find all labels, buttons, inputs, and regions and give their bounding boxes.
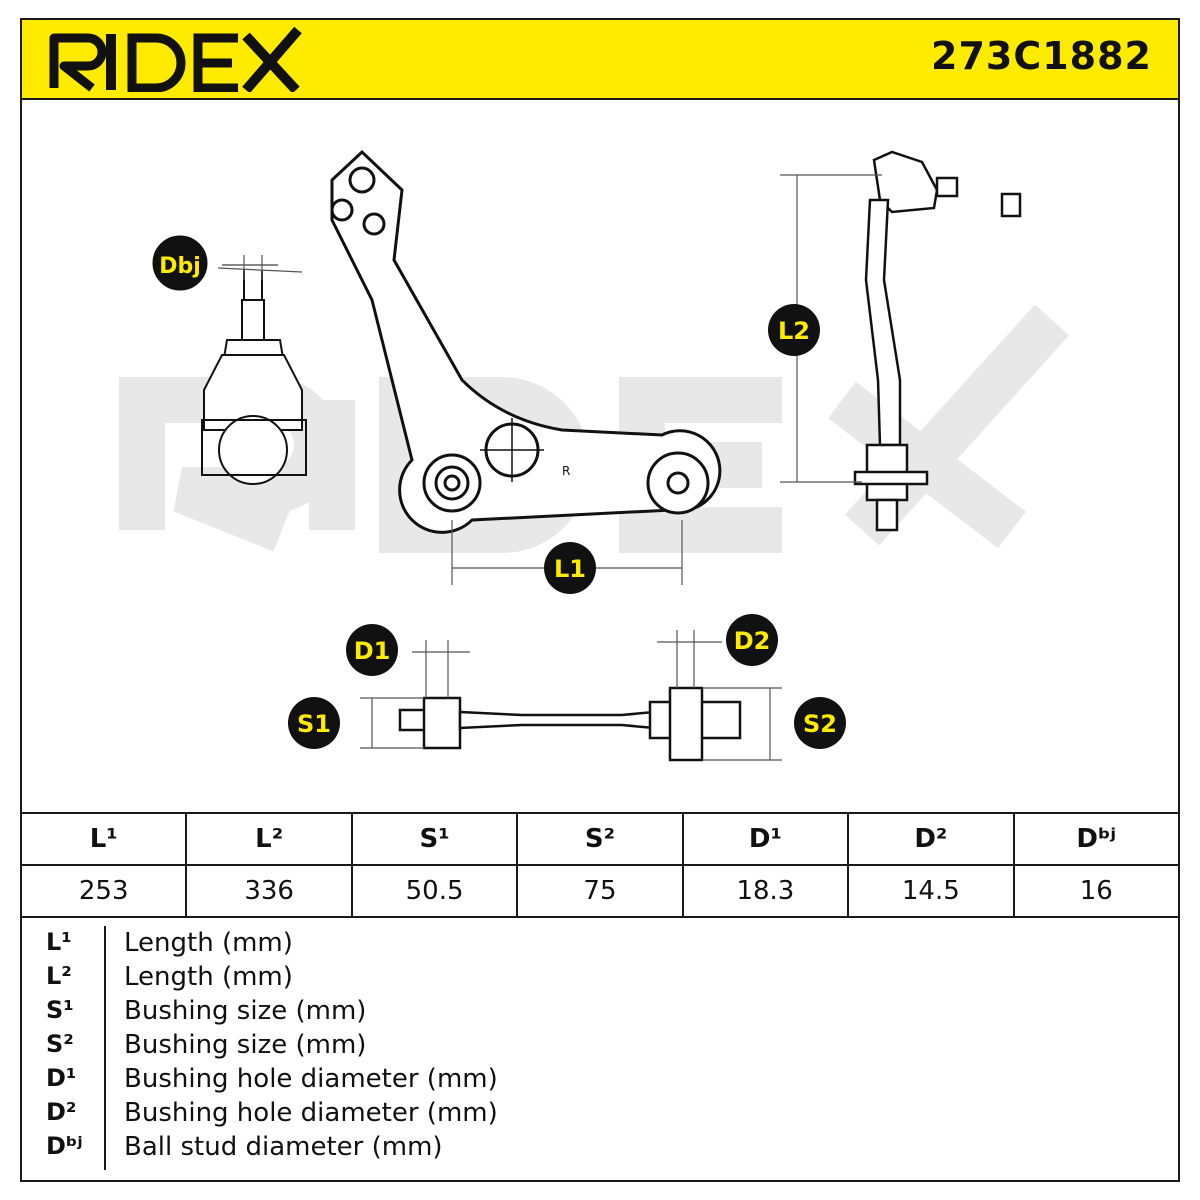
legend-symbol: S² [46, 1030, 74, 1058]
callout-l1-text: L1 [554, 555, 586, 583]
callout-l1: L1 [544, 542, 596, 594]
spec-value-d2: 14.5 [847, 864, 1015, 918]
ridex-logo [49, 26, 302, 92]
legend-row: Dᵇʲ Ball stud diameter (mm) [20, 1132, 1180, 1166]
dimension-dbj [217, 255, 303, 280]
dimension-d1-s1-d2-s2 [360, 630, 782, 761]
spec-header-l1: L¹ [19, 812, 188, 866]
r-mark: R [562, 464, 570, 478]
legend-row: D² Bushing hole diameter (mm) [20, 1098, 1180, 1132]
legend-row: L¹ Length (mm) [20, 928, 1180, 962]
spec-header-dbj: Dᵇʲ [1012, 812, 1181, 866]
callout-d2-text: D2 [734, 627, 771, 655]
legend-row: D¹ Bushing hole diameter (mm) [20, 1064, 1180, 1098]
spec-header-s1: S¹ [350, 812, 519, 866]
callout-dbj: Dbj [152, 235, 208, 291]
spec-value-l1: 253 [19, 864, 188, 918]
callout-l2-text: L2 [778, 317, 810, 345]
legend-symbol: S¹ [46, 996, 74, 1024]
callout-l2: L2 [768, 304, 820, 356]
ball-joint-drawing [201, 264, 307, 485]
profile-view-drawing [398, 686, 742, 762]
legend-symbol: D² [46, 1098, 77, 1126]
callout-d1: D1 [346, 624, 398, 676]
callout-s2-text: S2 [803, 710, 837, 738]
spec-value-dbj: 16 [1012, 864, 1181, 918]
legend-description: Length (mm) [124, 928, 293, 958]
legend-row: S² Bushing size (mm) [20, 1030, 1180, 1064]
legend-symbol: L² [46, 962, 72, 990]
spec-table-header-row: L¹ L² S¹ S² D¹ D² Dᵇʲ [19, 812, 1181, 866]
legend-symbol: Dᵇʲ [46, 1132, 83, 1160]
control-arm-drawing: R [330, 149, 722, 534]
callout-d2: D2 [726, 614, 778, 666]
callout-s1-text: S1 [297, 710, 331, 738]
legend-description: Bushing hole diameter (mm) [124, 1064, 498, 1094]
spec-header-l2: L² [185, 812, 353, 866]
legend-description: Ball stud diameter (mm) [124, 1132, 443, 1162]
callout-s1: S1 [288, 697, 340, 749]
legend-row: L² Length (mm) [20, 962, 1180, 996]
spec-table-value-row: 253 336 50.5 75 18.3 14.5 16 [19, 864, 1181, 918]
legend-row: S¹ Bushing size (mm) [20, 996, 1180, 1030]
side-view-drawing [853, 150, 1022, 532]
legend-description: Bushing size (mm) [124, 996, 367, 1026]
spec-value-s2: 75 [516, 864, 684, 918]
spec-value-l2: 336 [185, 864, 353, 918]
callout-s2: S2 [794, 697, 846, 749]
spec-header-s2: S² [516, 812, 684, 866]
spec-header-d2: D² [847, 812, 1015, 866]
header-bar: 273C1882 [20, 18, 1180, 100]
legend-description: Bushing hole diameter (mm) [124, 1098, 498, 1128]
spec-value-s1: 50.5 [350, 864, 519, 918]
legend-description: Length (mm) [124, 962, 293, 992]
spec-value-d1: 18.3 [681, 864, 850, 918]
spec-header-d1: D¹ [681, 812, 850, 866]
legend-symbol: L¹ [46, 928, 72, 956]
spec-table: L¹ L² S¹ S² D¹ D² Dᵇʲ 253 336 50.5 75 18… [19, 812, 1181, 918]
callout-d1-text: D1 [354, 637, 391, 665]
callout-dbj-text: Dbj [159, 254, 201, 279]
part-number: 273C1882 [931, 34, 1152, 78]
technical-drawing: R [119, 149, 1070, 762]
legend: L¹ Length (mm) L² Length (mm) S¹ Bushing… [20, 912, 1180, 1182]
legend-divider [104, 926, 106, 1170]
legend-description: Bushing size (mm) [124, 1030, 367, 1060]
legend-symbol: D¹ [46, 1064, 77, 1092]
